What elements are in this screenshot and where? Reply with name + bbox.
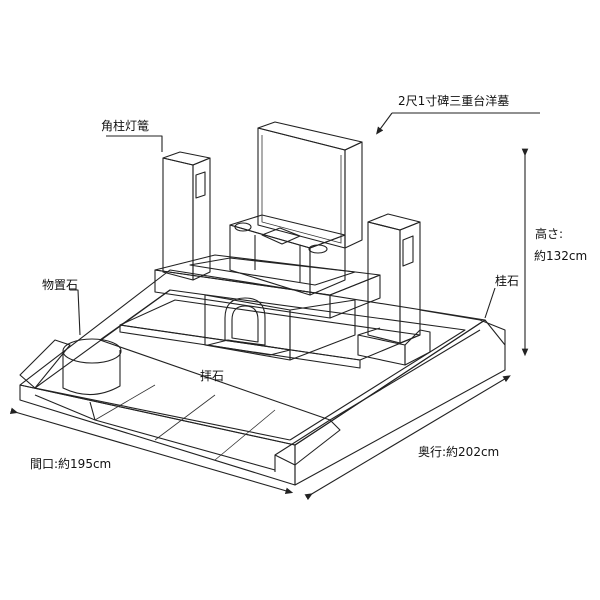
lantern-label: 角柱灯篭 xyxy=(101,119,150,133)
pillar-stone-label: 桂石 xyxy=(495,274,520,288)
height-value: 約132cm xyxy=(534,249,588,263)
worship-stone-label: 拝石 xyxy=(200,369,225,383)
width-label: 間口:約195cm xyxy=(30,457,112,471)
storage-stone-label: 物置石 xyxy=(42,278,79,292)
inner-platform xyxy=(119,299,421,369)
right-lantern xyxy=(357,213,431,366)
dimension-arrows xyxy=(9,148,529,501)
leader-lines xyxy=(70,112,540,336)
main-tablet xyxy=(257,121,363,249)
depth-label: 奥行:約202cm xyxy=(418,445,500,459)
storage-stone xyxy=(62,338,122,396)
title-label: 2尺1寸碑三重台洋墓 xyxy=(398,94,510,108)
tiered-base xyxy=(154,254,381,361)
lantern-pillar xyxy=(162,151,211,281)
height-label: 高さ: xyxy=(535,227,564,241)
